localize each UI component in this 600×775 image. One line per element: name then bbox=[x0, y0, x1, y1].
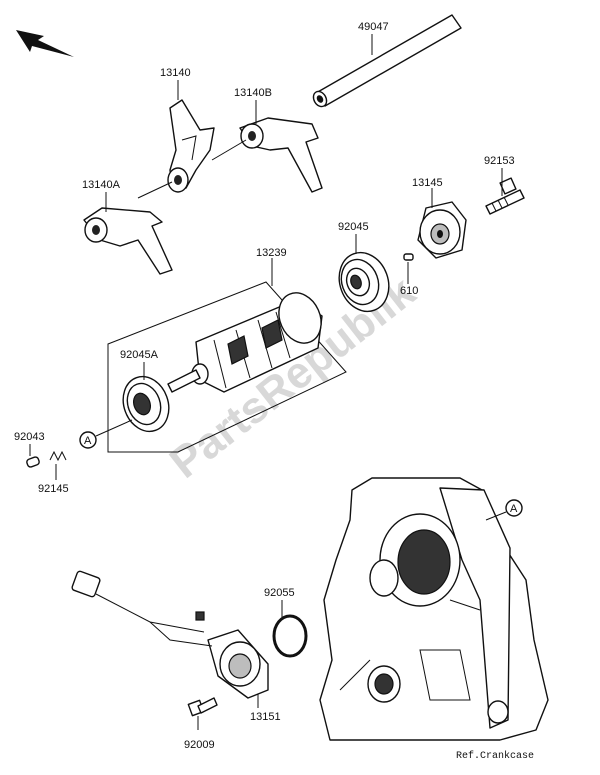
callout-13239: 13239 bbox=[256, 247, 287, 259]
callout-92055: 92055 bbox=[264, 587, 295, 599]
callout-92043: 92043 bbox=[14, 431, 45, 443]
shift-fork-13140A[interactable] bbox=[83, 207, 173, 275]
callout-610: 610 bbox=[400, 285, 418, 297]
shift-fork-shaft[interactable] bbox=[311, 14, 462, 109]
callout-13145: 13145 bbox=[412, 177, 443, 189]
crankcase bbox=[319, 477, 549, 741]
shift-fork-13140B[interactable] bbox=[239, 117, 323, 193]
callout-13140B: 13140B bbox=[234, 87, 272, 99]
shift-drum-cam-13145[interactable] bbox=[417, 201, 467, 259]
callout-92045: 92045 bbox=[338, 221, 369, 233]
o-ring-92055[interactable] bbox=[272, 614, 308, 658]
pin-610[interactable] bbox=[403, 253, 414, 261]
bearing-92045[interactable] bbox=[331, 246, 397, 319]
bolt-92153[interactable] bbox=[485, 177, 525, 215]
ref-marker-a-left bbox=[79, 431, 97, 449]
ref-marker-a-right bbox=[505, 499, 523, 517]
arrow-up-left-icon bbox=[16, 30, 74, 57]
spring-92145[interactable] bbox=[49, 450, 67, 462]
ref-marker-a-right-label: A bbox=[510, 503, 518, 515]
bolt-92009[interactable] bbox=[187, 697, 218, 717]
reference-note: Ref.Crankcase bbox=[456, 750, 534, 762]
callout-92153: 92153 bbox=[484, 155, 515, 167]
assembly-box-13239 bbox=[107, 281, 347, 453]
callout-13140A: 13140A bbox=[82, 179, 121, 191]
shift-drum-13239[interactable] bbox=[167, 286, 329, 393]
bearing-92045A[interactable] bbox=[116, 370, 176, 438]
callout-92009: 92009 bbox=[184, 739, 215, 751]
gear-position-sensor-13151[interactable] bbox=[207, 629, 269, 699]
callout-92045A: 92045A bbox=[120, 349, 159, 361]
callout-13151: 13151 bbox=[250, 711, 281, 723]
callout-92145: 92145 bbox=[38, 483, 69, 495]
ref-marker-a-left-label: A bbox=[84, 435, 92, 447]
callout-13140: 13140 bbox=[160, 67, 191, 79]
shift-fork-13140[interactable] bbox=[167, 99, 215, 193]
callout-49047: 49047 bbox=[358, 21, 389, 33]
sensor-wiring-harness bbox=[71, 570, 213, 647]
pin-92043[interactable] bbox=[26, 456, 40, 468]
